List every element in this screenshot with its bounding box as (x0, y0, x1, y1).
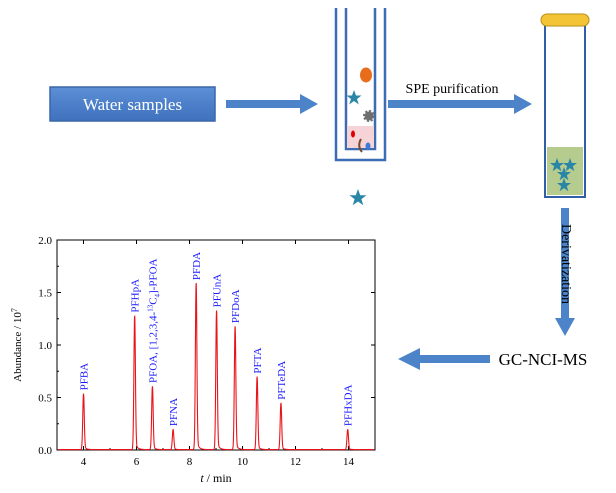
x-tick-label: 14 (343, 456, 355, 468)
spe-purification-label: SPE purification (406, 82, 499, 97)
arrow-to-vial (388, 94, 532, 114)
arrow-down-derivatization (555, 208, 575, 336)
analyte-star-icon (346, 90, 362, 105)
blue-particle (365, 142, 371, 150)
y-tick-label: 1.5 (38, 288, 52, 300)
peak-labels: PFBA PFHpA PFOA, [1,2,3,4-13C4]-PFOA PFNA PF… (79, 252, 355, 426)
arrow-to-chromatogram (398, 348, 490, 370)
vial-star-icon (563, 158, 577, 172)
chromatogram-chart: 0.0 0.5 1.0 1.5 2.0 4 6 8 10 12 14 PFBA PFHpA PFOA,… (10, 235, 376, 485)
gcnci-label: GC-NCI-MS (499, 350, 588, 369)
y-tick-label: 0.5 (38, 393, 52, 405)
peak-label: PFDoA (230, 289, 242, 323)
y-axis-label: Abundance / 107 (10, 308, 24, 382)
vial-cap (540, 13, 590, 27)
vial-star-icon (557, 178, 571, 192)
water-samples-label: Water samples (83, 95, 182, 114)
peak-label: PFOA, [1,2,3,4-13C4]-PFOA (146, 258, 161, 383)
peak-label: PFHxDA (343, 384, 355, 426)
peak-label: PFBA (79, 363, 91, 391)
vial-star-icon (557, 167, 571, 181)
arrow-to-cartridge (226, 94, 318, 114)
y-axis-ticks: 0.0 0.5 1.0 1.5 2.0 (38, 235, 375, 457)
vial-star-icon (550, 158, 564, 172)
x-tick-label: 12 (290, 456, 301, 468)
y-tick-label: 0.0 (38, 445, 52, 457)
x-tick-label: 8 (187, 456, 193, 468)
peak-label: PFNA (168, 398, 180, 426)
spe-cartridge (334, 8, 387, 206)
x-tick-label: 4 (81, 456, 87, 468)
y-tick-label: 1.0 (38, 340, 52, 352)
eluted-star-icon (349, 189, 367, 206)
orange-particle (360, 67, 372, 83)
x-tick-label: 10 (237, 456, 249, 468)
peak-label: PFHpA (130, 279, 142, 313)
peak-label: PFDA (191, 252, 203, 280)
gray-gear-icon (363, 110, 375, 122)
peak-label: PFTA (252, 348, 264, 374)
sample-vial (540, 13, 590, 198)
x-tick-label: 6 (134, 456, 140, 468)
x-axis-label: t / min (200, 471, 231, 485)
y-tick-label: 2.0 (38, 235, 52, 247)
red-particle (351, 130, 355, 138)
peak-label: PFUnA (212, 274, 224, 308)
chromatogram-trace (58, 282, 374, 451)
brown-particle (358, 138, 363, 153)
peak-label: PFTeDA (276, 361, 288, 400)
x-axis-ticks: 4 6 8 10 12 14 (56, 240, 376, 468)
water-samples-box: Water samples (49, 86, 216, 122)
derivatization-label: Derivatization (558, 224, 573, 304)
